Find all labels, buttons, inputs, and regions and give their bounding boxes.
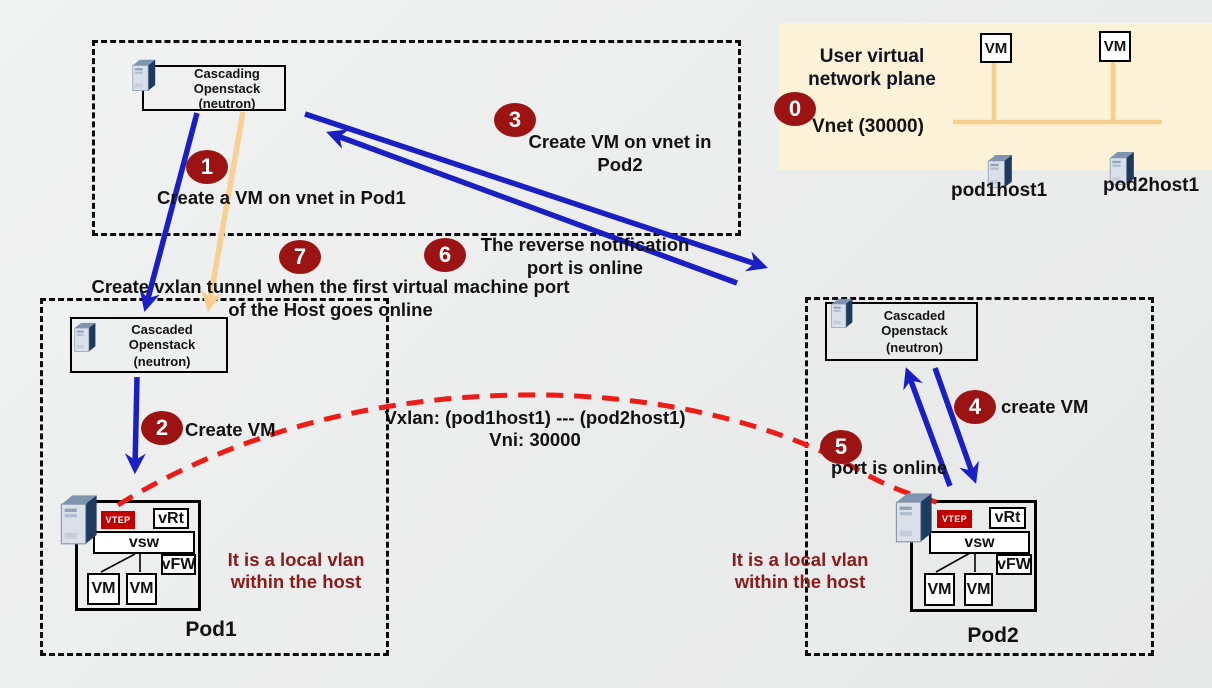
step-badge-6: 6 — [424, 238, 466, 272]
plane-title-line2: network plane — [808, 69, 936, 90]
step-badge-3: 3 — [494, 103, 536, 137]
badge-number: 0 — [788, 96, 802, 121]
badge-number: 2 — [155, 415, 169, 440]
step7-line1: Create vxlan tunnel when the first virtu… — [91, 276, 570, 297]
plane-title: User virtual network plane — [793, 45, 951, 91]
step-badge-5: 5 — [820, 430, 862, 464]
pod1-cascaded-line1: Cascaded — [131, 321, 193, 337]
step3-line2: Pod2 — [597, 154, 643, 175]
arrow-notify-tan — [201, 111, 246, 313]
pod1-vrt: vRt — [153, 508, 189, 529]
pod2-cascaded-line3: (neutron) — [885, 340, 944, 355]
pod2-note-line2: within the host — [734, 571, 866, 592]
step3-line1: Create VM on vnet in — [528, 131, 712, 152]
badge-number: 3 — [508, 107, 522, 132]
step7-line2: of the Host goes online — [228, 299, 433, 320]
pod1-cascaded-line2: Openstack — [128, 336, 196, 352]
pod1-cascaded-openstack-box: Cascaded Openstack (neutron) — [70, 317, 228, 373]
pod1-host-box: VTEP vRt vsw vFW VM VM — [75, 500, 201, 611]
pod1-vsw: vsw — [93, 531, 195, 554]
pod2-vrt: vRt — [989, 507, 1026, 529]
badge-number: 5 — [834, 434, 848, 459]
vxlan-tunnel-text: Vxlan: (pod1host1) --- (pod2host1) Vni: … — [350, 407, 720, 451]
step-badge-4: 4 — [954, 390, 996, 424]
pod2-vtep: VTEP — [937, 510, 972, 528]
pod1-label: Pod1 — [185, 618, 237, 641]
pod1-vtep: VTEP — [101, 511, 135, 529]
pod2-vfw: vFW — [996, 554, 1032, 575]
plane-vm-left: VM — [980, 33, 1012, 63]
pod2-vm2: VM — [964, 573, 993, 606]
step-badge-2: 2 — [141, 411, 183, 445]
step6-line1: The reverse notification — [480, 234, 690, 255]
pod2-local-vlan-note: It is a local vlan within the host — [710, 549, 890, 593]
server-icon — [57, 491, 101, 546]
badge-number: 1 — [200, 154, 214, 179]
plane-vm-right: VM — [1099, 31, 1131, 62]
arrow-from-pod2 — [326, 129, 738, 286]
cascading-region-box — [92, 40, 741, 236]
vxlan-line2: Vni: 30000 — [489, 429, 581, 450]
step3-text: Create VM on vnet in Pod2 — [505, 130, 735, 176]
pod2-cascaded-line2: Openstack — [881, 323, 948, 338]
cascading-line1: Cascading — [194, 65, 260, 81]
arrow-pod1-create-vm — [124, 376, 146, 475]
arrow-create-vm-pod1 — [139, 112, 200, 313]
pod2-note-line1: It is a local vlan — [731, 549, 869, 570]
arrow-to-pod2 — [304, 111, 768, 272]
pod2-cascaded-line1: Cascaded — [883, 308, 946, 323]
step-badge-0: 0 — [774, 92, 816, 126]
server-icon — [72, 320, 98, 353]
pod1-note-line1: It is a local vlan — [227, 549, 365, 570]
pod2host1-label: pod2host1 — [1102, 175, 1200, 196]
pod1-vm1: VM — [87, 573, 120, 605]
pod1-note-line2: within the host — [230, 571, 362, 592]
step-badge-1: 1 — [186, 150, 228, 184]
pod2-host-box: VTEP vRt vsw vFW VM VM — [910, 500, 1037, 612]
step6-line2: port is online — [526, 257, 644, 278]
pod1-vfw: vFW — [161, 554, 196, 575]
vnet-label: Vnet (30000) — [812, 116, 924, 137]
pod2-cascaded-openstack-box: Cascaded Openstack (neutron) — [825, 302, 978, 361]
cascading-line3: (neutron) — [198, 95, 256, 111]
step4-text: create VM — [1001, 396, 1089, 417]
step2-text: Create VM — [185, 419, 276, 440]
vxlan-tunnel-curve — [116, 392, 948, 508]
vnet-bus-lines — [953, 62, 1162, 125]
arrow-pod2-create-vm — [932, 367, 979, 484]
pod2-vm1: VM — [924, 573, 955, 606]
server-icon — [130, 57, 158, 92]
step5-text: port is online — [831, 457, 948, 478]
cascading-line2: Openstack — [193, 80, 261, 96]
pod2-region-box — [805, 297, 1154, 656]
cascading-openstack-box: Cascading Openstack (neutron) — [142, 65, 286, 111]
pod2-label: Pod2 — [967, 624, 1019, 647]
pod1-cascaded-line3: (neutron) — [133, 353, 191, 369]
server-icon — [829, 296, 855, 329]
badge-number: 6 — [438, 242, 452, 267]
host-connector-lines — [100, 552, 976, 573]
server-icon — [892, 489, 936, 544]
step1-text: Create a VM on vnet in Pod1 — [157, 187, 406, 208]
badge-number: 4 — [968, 394, 982, 419]
step6-text: The reverse notification port is online — [460, 233, 710, 279]
pod1host1-label: pod1host1 — [950, 180, 1048, 201]
vxlan-line1: Vxlan: (pod1host1) --- (pod2host1) — [384, 407, 686, 428]
pod1-vm2: VM — [126, 573, 157, 605]
plane-title-line1: User virtual — [819, 46, 925, 67]
pod2-vsw: vsw — [929, 531, 1030, 554]
pod1-local-vlan-note: It is a local vlan within the host — [206, 549, 386, 593]
arrow-pod2-port-online — [903, 367, 953, 487]
step7-text: Create vxlan tunnel when the first virtu… — [68, 275, 593, 321]
step-badge-7: 7 — [279, 240, 321, 274]
badge-number: 7 — [293, 244, 307, 269]
